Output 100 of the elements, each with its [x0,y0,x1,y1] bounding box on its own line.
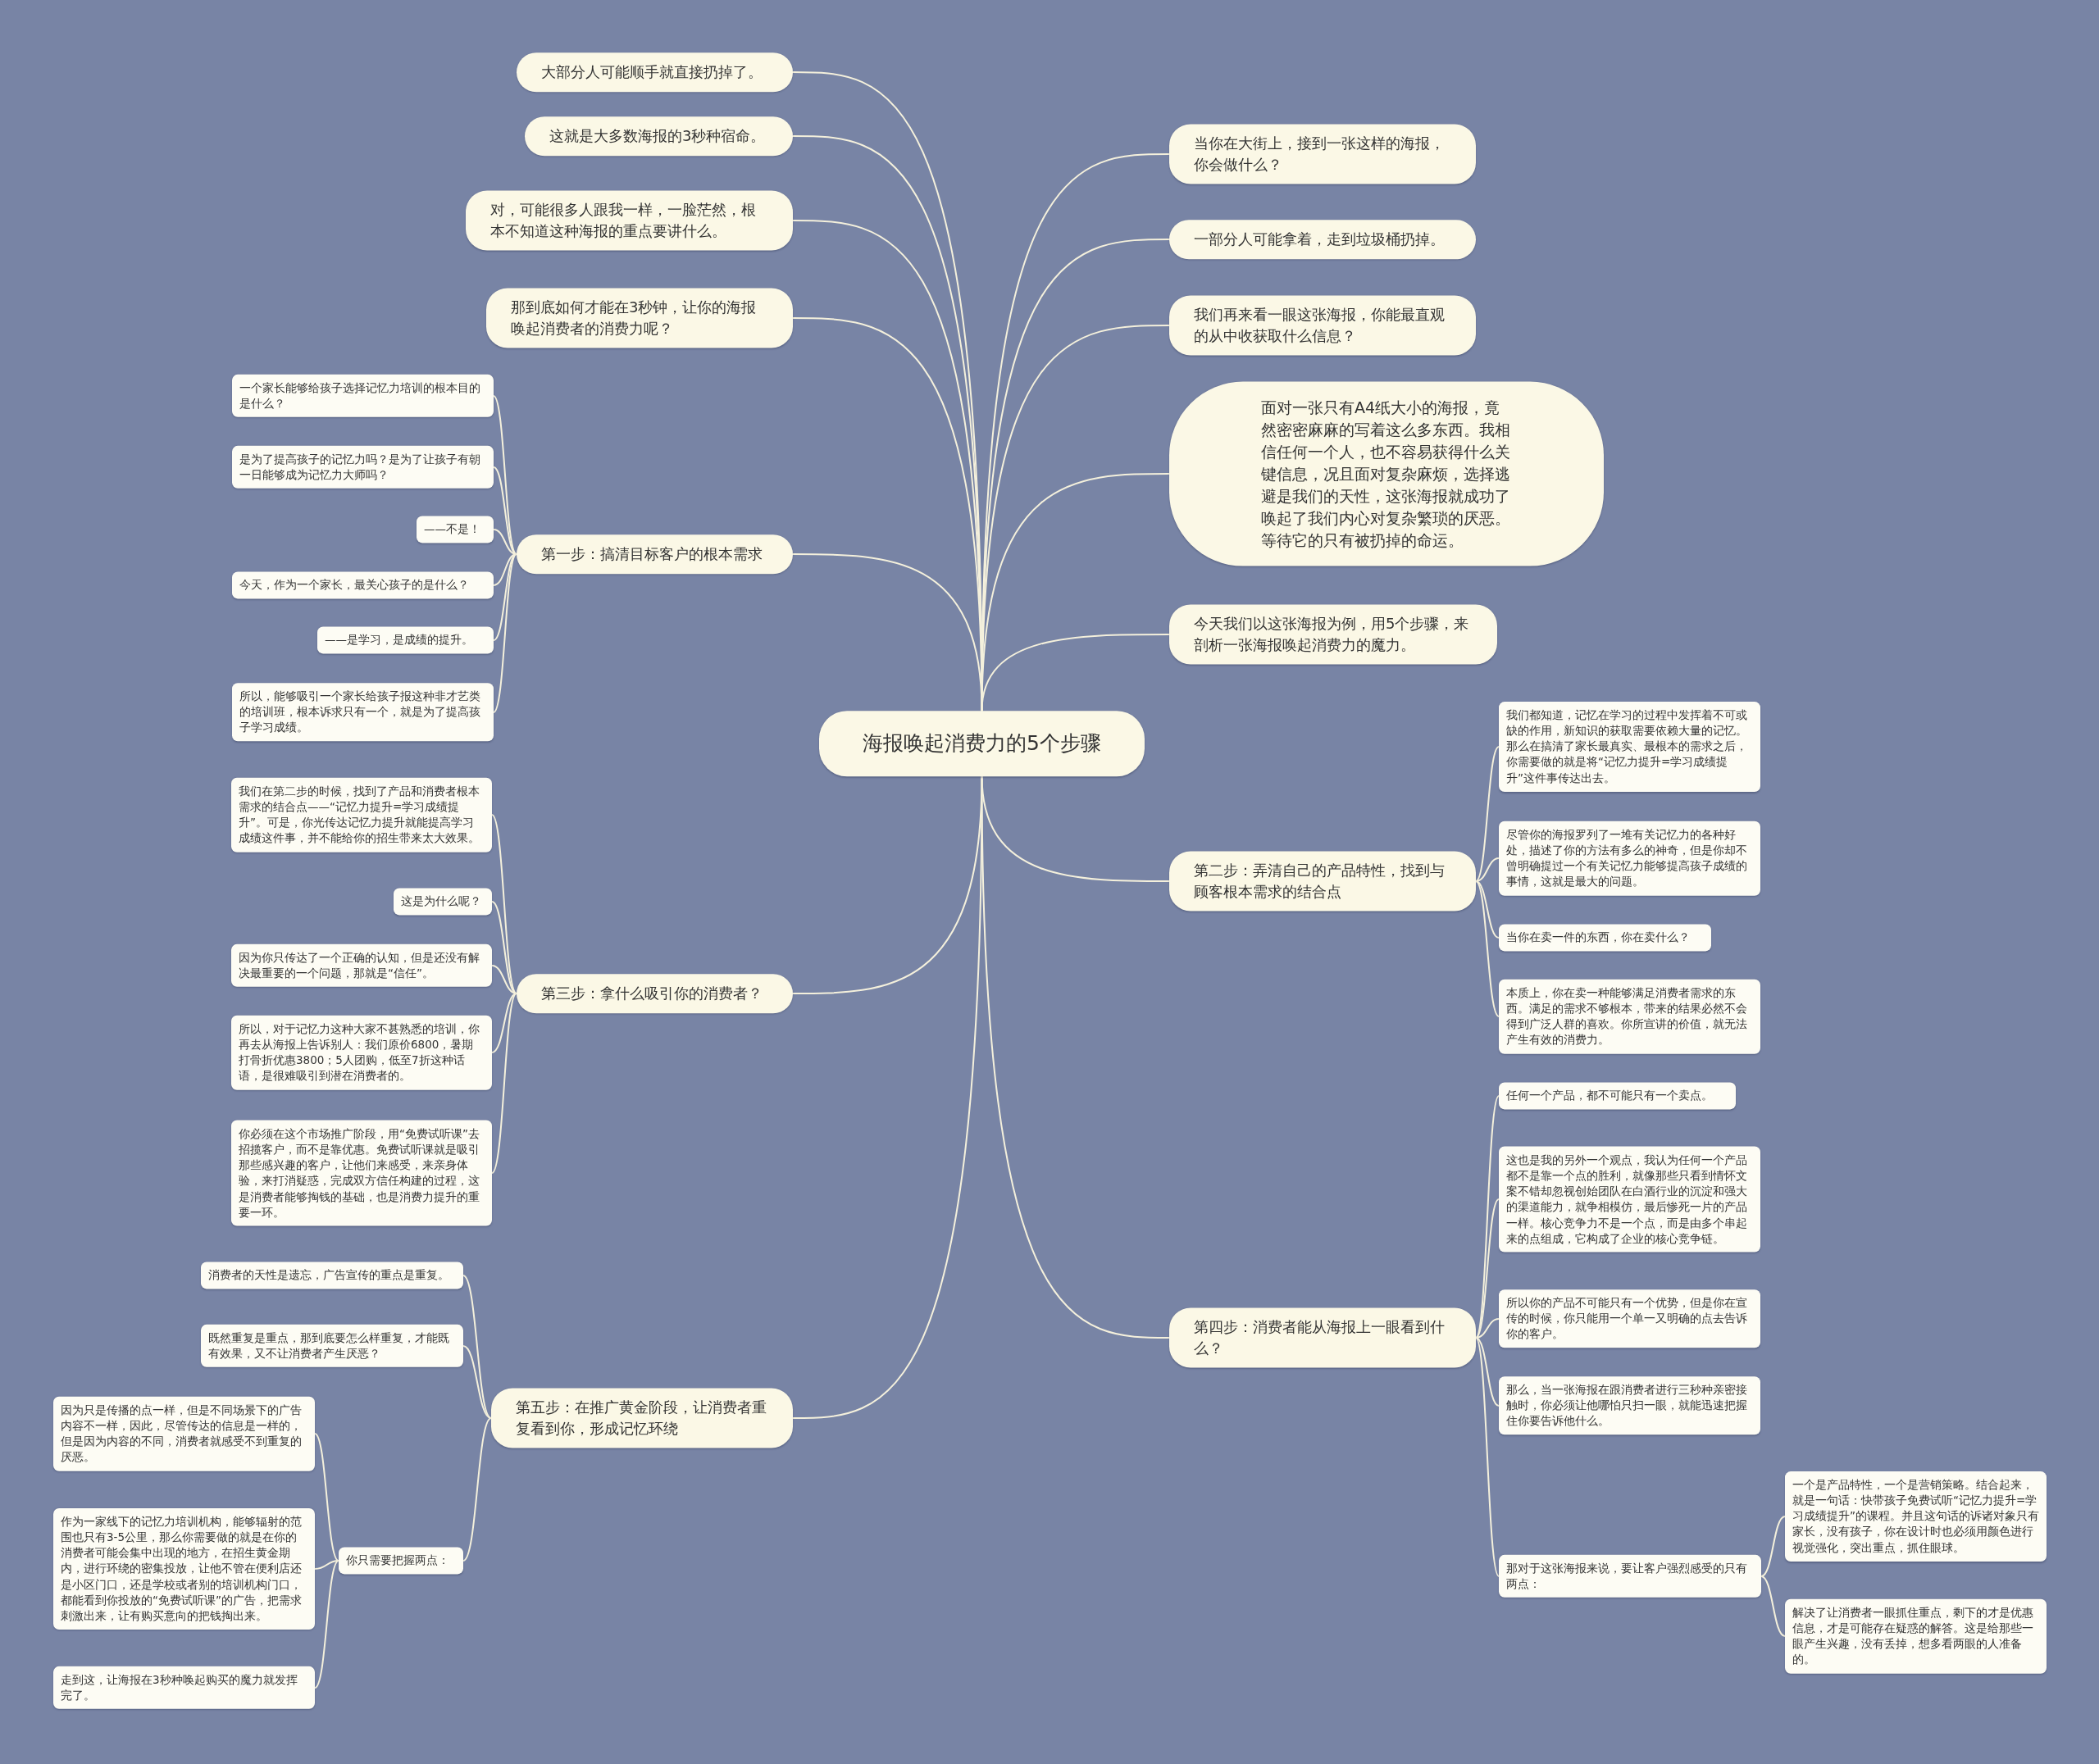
node-text: 因为只是传播的点一样，但是不同场景下的广告内容不一样，因此，尽管传达的信息是一样的，但是因为内容的不同，消费者就感受不到重复的厌恶。 [61,1402,303,1466]
note-card [1499,1554,1761,1598]
note-card [232,683,494,742]
connector-line [1760,1516,1786,1577]
node-text: 今天我们以这张海报为例，用5个步骤，来剖析一张海报唤起消费力的魔力。 [1194,614,1470,655]
connector-line [792,775,983,1419]
node-text: 对，可能很多人跟我一样，一脸茫然，根本不知道这种海报的重点要讲什么。 [490,200,757,241]
note-card [1499,924,1711,952]
note-card [231,1120,492,1226]
connector-line [314,1560,339,1570]
node-text: 你必须在这个市场推广阶段，用“免费试听课”去招揽客户，而不是靠优惠。免费试听课就是吸引那些感兴趣的客户，让他们来感受，来亲身体验，来打消疑惑，完成双方信任构建的过程，这是消费者能够掏钱的基础，也是消费力提升的重要一环。 [239,1125,480,1221]
topic-bubble [517,534,793,574]
connector-line [1475,1318,1500,1339]
note-card [53,1507,315,1630]
note-card [1785,1471,2047,1562]
topic-bubble [517,52,793,92]
node-text: 大部分人可能顺手就直接扔掉了。 [541,62,763,83]
note-card [1785,1598,2047,1674]
connector-line [314,1433,339,1562]
note-card [232,445,494,489]
connector-line [462,1275,492,1419]
topic-bubble [525,116,793,156]
connector-line [491,993,517,1053]
node-text: 解决了让消费者一眼抓住重点，剩下的才是优惠信息，才是可能存在疑惑的解答。这是给那些一眼产生兴趣，没有丢掉，想多看两眼的人准备的。 [1792,1604,2034,1668]
node-text: 本质上，你在卖一种能够满足消费者需求的东西。满足的需求不够根本，带来的结果必然不会得到广泛人群的喜欢。你所宣讲的价值，就无法产生有效的消费力。 [1506,984,1748,1048]
node-text: 所以你的产品不可能只有一个优势，但是你在宣传的时候，你只能用一个单一又明确的点去告诉你的客户。 [1506,1295,1748,1343]
note-card [231,1015,492,1090]
node-text: 作为一家线下的记忆力培训机构，能够辐射的范围也只有3-5公里，那么你需要做的就是在你的消费者可能会集中出现的地方，在招生黄金期内，进行环绕的密集投放，让他不管在便利店还是小区门口，还是学校或者别的培训机构门口，都能看到你投放的“免费试听课”的广告，把需求刺激出来，让有购买意向的把钱掏出来。 [61,1513,303,1624]
connector-line [1475,857,1500,882]
connector-line [1475,1337,1500,1407]
connector-line [1475,880,1500,939]
connector-line [1475,746,1500,882]
connector-line [981,775,1170,1339]
node-text: 那么，当一张海报在跟消费者进行三秒种亲密接触时，你必须让他哪怕只扫一眼，就能迅速把握住你要告诉他什么。 [1506,1382,1748,1430]
connector-line [1475,1337,1500,1577]
topic-bubble [1169,604,1497,665]
topic-bubble [517,974,793,1013]
connector-line [493,553,517,641]
node-text: 一个是产品特性，一个是营销策略。结合起来，就是一句话：快带孩子免费试听“记忆力提升=学习成绩提升”的课程。并且这句话的诉诸对象只有家长，没有孩子，你在设计时也必须用颜色进行视觉强化，突出重点，抓住眼球。 [1792,1477,2039,1556]
node-text: 消费者的天性是遗忘，广告宣传的重点是重复。 [208,1267,450,1284]
note-card [232,571,494,599]
topic-bubble [1169,1307,1476,1368]
topic-bubble [491,1388,793,1448]
node-text: 海报唤起消费力的5个步骤 [862,730,1102,757]
node-text: 面对一张只有A4纸大小的海报，竟然密密麻麻的写着这么多东西。我相信任何一个人，也不容易获得什么关键信息，况且面对复杂麻烦，选择逃避是我们的天性，这张海报就成功了唤起了我们内心对复杂繁琐的厌恶。等待它的只有被扔掉的命运。 [1261,397,1511,551]
node-text: 尽管你的海报罗列了一堆有关记忆力的各种好处，描述了你的方法有多么的神奇，但是你却不曾明确提过一个有关记忆力能够提高孩子成绩的事情，这就是最大的问题。 [1506,826,1748,890]
connector-line [314,1560,339,1689]
connector-line [491,993,517,1174]
note-card [53,1666,315,1710]
node-text: 这也是我的另外一个观点，我认为任何一个产品都不是靠一个点的胜利，就像那些只看到情怀文案不错却忽视创始团队在白酒行业的沉淀和强大的渠道能力，就争相模仿，最后惨死一片的产品一样。核心竞争力不是一个点，而是由多个串起来的点组成，它构成了企业的核心竞争链。 [1506,1152,1748,1247]
note-card [53,1396,315,1471]
node-text: 我们都知道，记忆在学习的过程中发挥着不可或缺的作用，新知识的获取需要依赖大量的记忆。那么在搞清了家长最真实、最根本的需求之后，你需要做的就是将“记忆力提升=学习成绩提升”这件事传达出去。 [1506,707,1748,786]
note-card [1499,821,1760,896]
node-text: ——不是！ [424,521,481,538]
connector-line [1475,880,1500,1017]
node-text: 第五步：在推广黄金阶段，让消费者重复看到你，形成记忆环绕 [516,1398,767,1439]
note-card [231,943,492,988]
node-text: ——是学习，是成绩的提升。 [325,632,474,648]
note-card [1499,1082,1736,1110]
connector-line [462,1417,492,1562]
connector-line [493,553,517,713]
node-text: 我们再来看一眼这张海报，你能最直观的从中收获取什么信息？ [1194,305,1446,346]
node-text: 所以，对于记忆力这种大家不甚熟悉的培训，你再去从海报上告诉别人：我们原价6800，暑期打骨折优惠3800；5人团购，低至7折这种话语，是很难吸引到潜在消费者的。 [239,1021,480,1084]
node-text: 那对于这张海报来说，要让客户强烈感受的只有两点： [1506,1560,1748,1592]
node-text: 这是为什么呢？ [401,893,482,910]
note-card [1499,702,1760,792]
node-text: 当你在大街上，接到一张这样的海报，你会做什么？ [1194,134,1446,175]
topic-bubble [486,288,793,348]
note-card [201,1324,463,1368]
note-card [232,374,494,418]
node-text: 那到底如何才能在3秒钟，让你的海报唤起消费者的消费力呢？ [511,298,758,339]
note-card [201,1262,463,1289]
node-text: 任何一个产品，都不可能只有一个卖点。 [1506,1088,1714,1104]
node-text: 一部分人可能拿着，走到垃圾桶扔掉。 [1194,230,1446,250]
connector-line [1475,1198,1500,1339]
connector-line [1475,1095,1500,1339]
node-text: 第四步：消费者能从海报上一眼看到什么？ [1194,1317,1446,1358]
note-card [317,626,494,654]
node-text: 因为你只传达了一个正确的认知，但是还没有解决最重要的一个问题，那就是“信任”。 [239,949,480,981]
node-text: 第三步：拿什么吸引你的消费者？ [541,984,763,1004]
topic-bubble [466,190,793,251]
node-text: 第一步：搞清目标客户的根本需求 [541,544,763,565]
connector-line [981,634,1170,712]
node-text: 当你在卖一件的东西，你在卖什么？ [1506,930,1691,946]
node-text: 是为了提高孩子的记忆力吗？是为了让孩子有朝一日能够成为记忆力大师吗？ [239,451,481,483]
node-text: 一个家长能够给孩子选择记忆力培训的根本目的是什么？ [239,380,481,411]
node-text: 今天，作为一个家长，最关心孩子的是什么？ [239,577,470,593]
node-text: 我们在第二步的时候，找到了产品和消费者根本需求的结合点——“记忆力提升=学习成绩提升”。可是，你光传达记忆力提升就能提高学习成绩这件事，并不能给你的招生带来太大效果。 [239,783,480,847]
node-text: 既然重复是重点，那到底要怎么样重复，才能既有效果，又不让消费者产生厌恶？ [208,1330,450,1362]
note-card [1499,1376,1760,1435]
node-text: 你只需要把握两点： [346,1553,450,1569]
topic-bubble [1169,851,1476,912]
central-topic [819,711,1145,776]
topic-bubble [1169,295,1476,356]
topic-bubble [1169,124,1476,184]
note-card [1499,1146,1760,1253]
node-text: 所以，能够吸引一个家长给孩子报这种非才艺类的培训班，根本诉求只有一个，就是为了提高孩子学习成绩。 [239,689,481,736]
note-card [394,888,492,916]
note-card [1499,1289,1760,1348]
node-text: 这就是大多数海报的3秒种宿命。 [549,126,767,147]
